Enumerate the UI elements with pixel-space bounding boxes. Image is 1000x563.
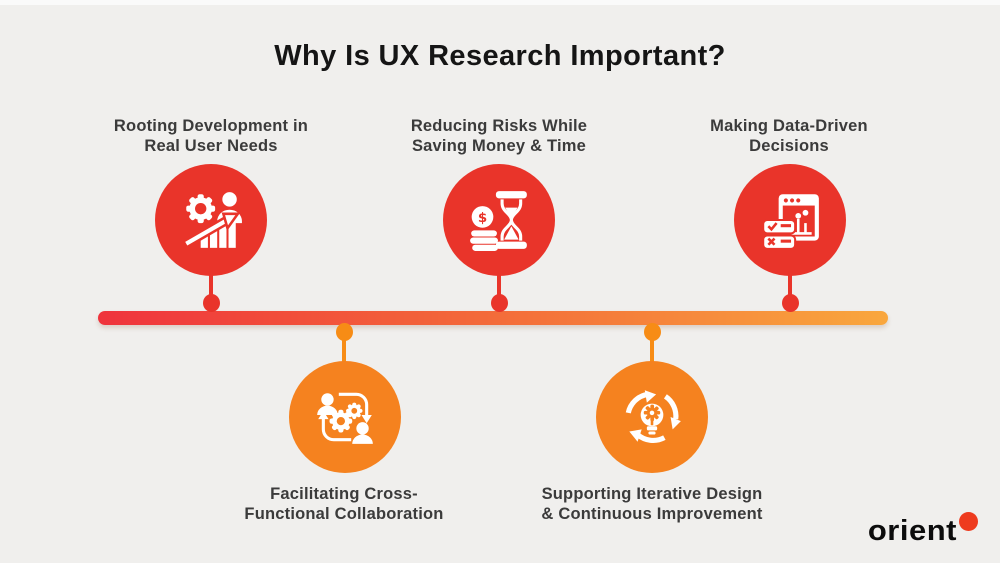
timeline-dot-1	[203, 294, 220, 312]
iterative-cycle-bulb-icon	[619, 384, 685, 450]
connector-stem-4	[342, 340, 346, 364]
brand-logo-dot-icon	[959, 512, 978, 531]
item-circle-2: $	[443, 164, 555, 276]
connector-stem-2	[497, 274, 501, 296]
connector-stem-3	[788, 274, 792, 296]
collaboration-gears-people-icon	[312, 384, 378, 450]
timeline-dot-2	[491, 294, 508, 312]
connector-stem-1	[209, 274, 213, 296]
item-label-2: Reducing Risks While Saving Money & Time	[410, 117, 588, 155]
timeline-bar	[98, 311, 888, 325]
hourglass-money-icon: $	[466, 187, 532, 253]
timeline-dot-4	[336, 323, 353, 341]
page-title: Why Is UX Research Important?	[274, 40, 726, 72]
item-label-3: Making Data-Driven Decisions	[710, 117, 868, 155]
item-circle-5	[596, 361, 708, 473]
item-circle-1	[155, 164, 267, 276]
brand-logo-text: orient	[867, 514, 957, 547]
item-label-4: Facilitating Cross- Functional Collabora…	[244, 485, 444, 523]
growth-gear-person-icon	[178, 187, 244, 253]
brand-logo: orient	[867, 512, 978, 547]
data-report-checklist-icon	[757, 187, 823, 253]
item-circle-3	[734, 164, 846, 276]
connector-stem-5	[650, 340, 654, 364]
timeline-dot-5	[644, 323, 661, 341]
timeline-dot-3	[782, 294, 799, 312]
item-circle-4	[289, 361, 401, 473]
svg-text:$: $	[478, 211, 487, 226]
item-label-5: Supporting Iterative Design & Continuous…	[541, 485, 763, 523]
item-label-1: Rooting Development in Real User Needs	[113, 117, 309, 155]
